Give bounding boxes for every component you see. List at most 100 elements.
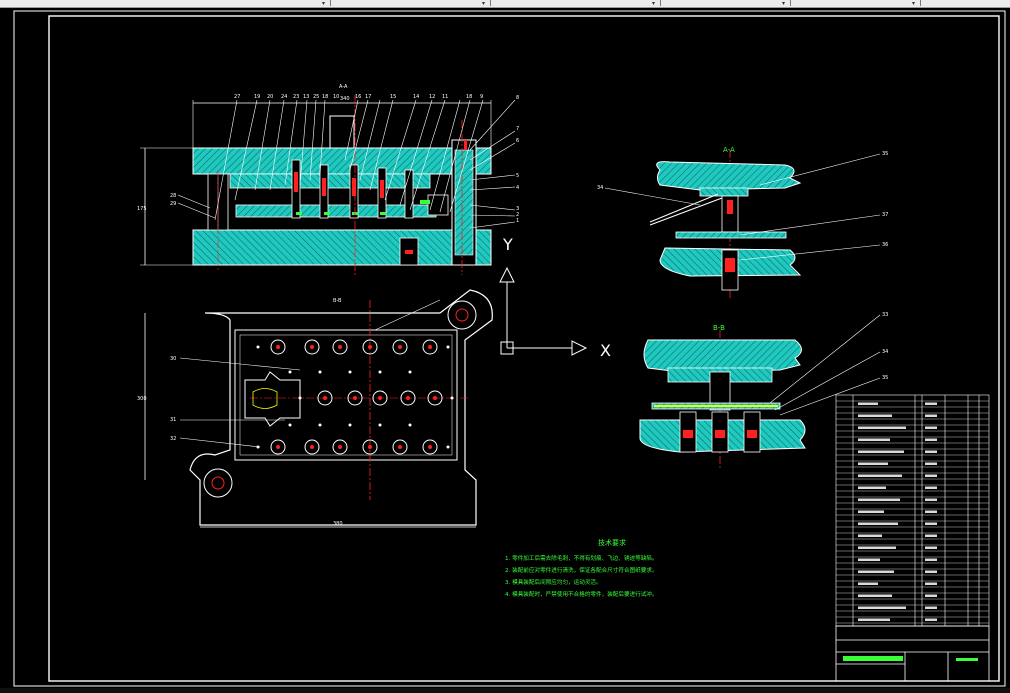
parts-list-cell-text: [858, 402, 878, 405]
section-bb-view: B-B 33 34 35: [639, 312, 888, 470]
main-section-view: 340 175: [137, 84, 519, 275]
balloon-18b: 18: [466, 94, 472, 100]
technical-requirements: 技术要求 1. 零件加工后需去除毛刺，不得有划痕、飞边、锈迹等缺陷。 2. 装配…: [505, 538, 658, 598]
parts-list-cell-text: [925, 414, 937, 417]
balloon-19: 19: [254, 94, 260, 100]
tech-req-3: 3. 模具装配后间隙应均匀，运动灵活。: [505, 578, 602, 586]
tech-req-1: 1. 零件加工后需去除毛刺，不得有划痕、飞边、锈迹等缺陷。: [505, 554, 658, 562]
parts-list-cell-text: [925, 618, 937, 621]
cad-toolbar-strip: ▾ ▾ ▾ ▾ ▾: [0, 0, 1010, 8]
balloon-24: 24: [281, 94, 287, 100]
parts-list-cell-text: [858, 426, 906, 429]
section-aa-view: A-A 35 34 37 36: [597, 146, 888, 300]
balloon-29: 29: [170, 201, 176, 207]
inner-frame: [48, 15, 1000, 682]
parts-list-cell-text: [858, 594, 892, 597]
dim-width-main: 340: [340, 96, 350, 102]
layer-dropdown[interactable]: ▾: [0, 0, 331, 7]
parts-list-cell-text: [925, 474, 937, 477]
ucs-axis-icon: X Y: [499, 235, 611, 360]
parts-list-table: [835, 394, 990, 627]
parts-list-cell-text: [925, 498, 937, 501]
parts-list-cell-text: [858, 558, 880, 561]
parts-list-cell-text: [925, 402, 937, 405]
balloon-33: 33: [882, 312, 888, 318]
balloon-16: 16: [355, 94, 361, 100]
plan-view: 380 300: [137, 289, 493, 528]
balloon-8: 8: [516, 95, 519, 101]
plan-view-label: B-B: [333, 298, 342, 304]
balloon-32: 32: [170, 436, 176, 442]
parts-list-cell-text: [858, 510, 884, 513]
parts-list-cell-text: [858, 486, 886, 489]
balloon-37: 37: [882, 212, 888, 218]
parts-list-cell-text: [925, 546, 937, 549]
parts-list-cell-text: [925, 450, 937, 453]
parts-list-cell-text: [858, 462, 888, 465]
parts-list-cell-text: [925, 510, 937, 513]
chevron-down-icon[interactable]: ▾: [322, 0, 326, 7]
chevron-down-icon[interactable]: ▾: [912, 0, 916, 7]
balloon-9: 9: [480, 94, 483, 100]
tech-req-4: 4. 模具装配时，严禁使用不合格的零件，装配后要进行试冲。: [505, 590, 658, 598]
parts-list-cell-text: [858, 606, 906, 609]
chevron-down-icon[interactable]: ▾: [782, 0, 786, 7]
color-dropdown[interactable]: ▾: [330, 0, 491, 7]
section-bb-label: B-B: [713, 324, 725, 332]
chevron-down-icon[interactable]: ▾: [652, 0, 656, 7]
dim-height-plan: 300: [137, 396, 147, 402]
parts-list-cell-text: [858, 450, 904, 453]
parts-list-cell-text: [858, 570, 894, 573]
balloon-7: 7: [516, 126, 519, 132]
balloon-10: 10: [333, 94, 339, 100]
parts-list-cell-text: [858, 414, 892, 417]
parts-list-cell-text: [925, 438, 937, 441]
parts-list-cell-text: [925, 606, 937, 609]
parts-list-cell-text: [858, 582, 878, 585]
balloon-11: 11: [442, 94, 448, 100]
balloon-30: 30: [170, 356, 176, 362]
parts-list-cell-text: [858, 522, 898, 525]
parts-list-cell-text: [858, 534, 882, 537]
parts-list-cell-text: [925, 582, 937, 585]
balloon-35-bb: 35: [882, 375, 888, 381]
parts-list-cell-text: [925, 486, 937, 489]
title-block-label-bar: [956, 658, 978, 661]
parts-list-cell-text: [925, 594, 937, 597]
parts-list-cell-text: [925, 534, 937, 537]
chevron-down-icon[interactable]: ▾: [482, 0, 486, 7]
balloon-12: 12: [429, 94, 435, 100]
lineweight-dropdown[interactable]: ▾: [660, 0, 791, 7]
balloon-4: 4: [516, 185, 519, 191]
balloon-35-aa: 35: [882, 151, 888, 157]
parts-list-cell-text: [925, 522, 937, 525]
title-block: [835, 625, 990, 682]
dim-height-main: 175: [137, 206, 147, 212]
parts-list-cell-text: [858, 546, 896, 549]
balloon-15: 15: [390, 94, 396, 100]
balloon-31: 31: [170, 417, 176, 423]
balloon-36: 36: [882, 242, 888, 248]
balloon-18a: 18: [322, 94, 328, 100]
balloon-23: 23: [293, 94, 299, 100]
balloon-28: 28: [170, 193, 176, 199]
axis-y-label: Y: [502, 235, 513, 254]
balloon-1: 1: [516, 218, 519, 224]
parts-list-cell-text: [925, 570, 937, 573]
parts-list-cell-text: [925, 558, 937, 561]
balloon-17: 17: [365, 94, 371, 100]
plotstyle-dropdown[interactable]: ▾: [790, 0, 921, 7]
balloon-2: 2: [516, 212, 519, 218]
balloon-34-aa: 34: [597, 185, 603, 191]
dim-width-plan: 380: [333, 521, 343, 527]
parts-list-cell-text: [858, 474, 902, 477]
parts-list-cell-text: [858, 618, 890, 621]
balloon-5: 5: [516, 173, 519, 179]
axis-x-label: X: [600, 341, 611, 360]
parts-list-cell-text: [858, 438, 890, 441]
outer-frame: [13, 10, 1006, 687]
status-strip: [0, 688, 1010, 693]
linetype-dropdown[interactable]: ▾: [490, 0, 661, 7]
parts-list-cell-text: [925, 426, 937, 429]
